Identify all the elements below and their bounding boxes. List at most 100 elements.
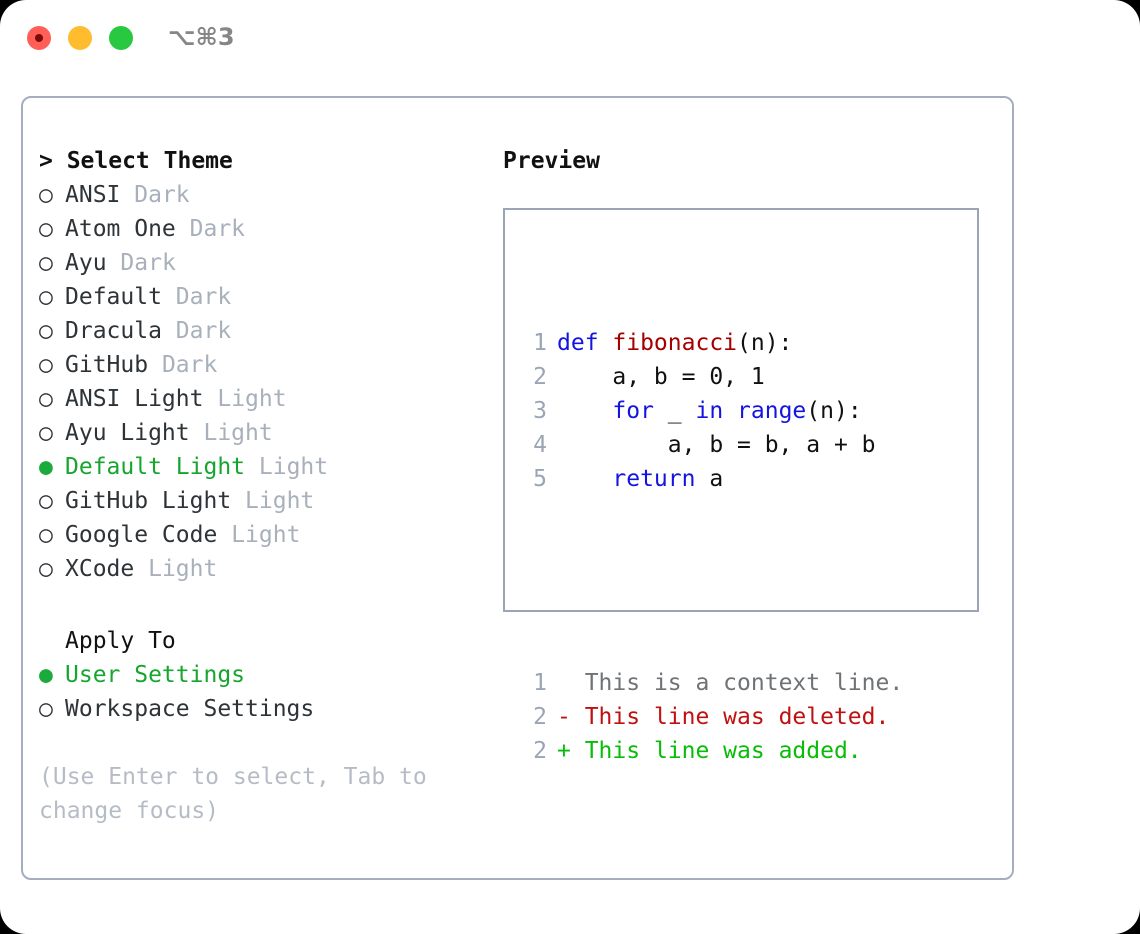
- theme-option-label: Google Code: [65, 522, 218, 548]
- label-spacer: [231, 488, 245, 514]
- theme-option-variant: Light: [231, 522, 301, 548]
- theme-option-label: XCode: [65, 556, 135, 582]
- minimize-button-icon[interactable]: [68, 26, 92, 50]
- code-token: [723, 398, 737, 424]
- radio-unselected-icon: ○: [39, 352, 53, 378]
- diff-line-add: 2 + This line was added.: [523, 734, 903, 768]
- window-titlebar: ⌥⌘3: [0, 0, 1140, 78]
- label-spacer: [107, 250, 121, 276]
- label-spacer: [245, 454, 259, 480]
- theme-option-ayu[interactable]: ○Ayu Dark: [39, 246, 479, 280]
- preview-heading: Preview: [503, 148, 600, 174]
- code-line-number: 4: [533, 432, 547, 458]
- theme-option-variant: Light: [203, 420, 273, 446]
- theme-option-dracula[interactable]: ○Dracula Dark: [39, 314, 479, 348]
- code-token: _: [653, 398, 696, 424]
- code-token: a: [695, 466, 724, 492]
- close-button-icon[interactable]: [27, 26, 51, 50]
- theme-option-label: Ayu Light: [65, 420, 190, 446]
- label-spacer: [217, 522, 231, 548]
- apply-to-option-label: Workspace Settings: [65, 696, 315, 722]
- code-token: range: [737, 398, 807, 424]
- code-diff-gap: [523, 564, 903, 598]
- diff-text: This is a context line.: [570, 670, 904, 696]
- label-spacer: [120, 182, 134, 208]
- code-line-number: 2: [533, 364, 547, 390]
- theme-option-variant: Light: [258, 454, 329, 480]
- theme-selector-panel: > Select Theme ○ANSI Dark○Atom One Dark○…: [21, 96, 1014, 880]
- diff-text: This line was deleted.: [570, 704, 890, 730]
- radio-selected-icon: ●: [39, 454, 53, 480]
- diff-line-number: 1: [533, 670, 547, 696]
- code-line-number: 3: [533, 398, 547, 424]
- theme-option-label: Default: [65, 284, 162, 310]
- code-token: a, b = 0, 1: [557, 364, 765, 390]
- theme-list: ○ANSI Dark○Atom One Dark○Ayu Dark○Defaul…: [39, 178, 479, 586]
- theme-option-ansi[interactable]: ○ ANSI Dark: [39, 178, 479, 212]
- theme-option-variant: Dark: [161, 352, 218, 378]
- theme-option-label: GitHub Light: [65, 488, 232, 514]
- theme-option-variant: Light: [148, 556, 218, 582]
- radio-unselected-icon: ○: [39, 386, 53, 412]
- radio-unselected-icon: ○: [39, 216, 53, 242]
- label-spacer: [162, 318, 176, 344]
- diff-line-number: 2: [533, 738, 547, 764]
- theme-option-github[interactable]: ○ GitHub Dark: [39, 348, 479, 382]
- code-line: 3 for _ in range(n):: [523, 394, 903, 428]
- code-token: a, b = b, a + b: [557, 432, 876, 458]
- code-token: [557, 466, 612, 492]
- theme-option-variant: Light: [245, 488, 315, 514]
- diff-marker: +: [557, 738, 571, 764]
- label-spacer: [190, 420, 204, 446]
- code-token: (n):: [806, 398, 862, 424]
- theme-option-ansi-light[interactable]: ○ ANSI Light Light: [39, 382, 479, 416]
- theme-option-label: ANSI: [65, 182, 121, 208]
- list-spacer: [39, 586, 479, 624]
- code-token: [557, 398, 612, 424]
- radio-unselected-icon: ○: [39, 420, 53, 446]
- theme-option-default[interactable]: ○Default Dark: [39, 280, 479, 314]
- window-shortcut-label: ⌥⌘3: [168, 23, 235, 51]
- theme-option-label: Ayu: [65, 250, 107, 276]
- label-spacer: [134, 556, 148, 582]
- diff-marker: [557, 670, 571, 696]
- theme-option-ayu-light[interactable]: ○ Ayu Light Light: [39, 416, 479, 450]
- apply-to-option-label: User Settings: [65, 662, 246, 688]
- radio-unselected-icon: ○: [39, 556, 53, 582]
- radio-unselected-icon: ○: [39, 488, 53, 514]
- theme-option-label: GitHub: [65, 352, 149, 378]
- diff-block: 1 This is a context line. 2- This line wa…: [523, 666, 903, 768]
- theme-option-github-light[interactable]: ○ GitHub Light Light: [39, 484, 479, 518]
- code-line: 2 a, b = 0, 1: [523, 360, 903, 394]
- theme-option-variant: Dark: [175, 318, 232, 344]
- theme-option-label: ANSI Light: [65, 386, 204, 412]
- diff-line-number: 2: [533, 704, 547, 730]
- code-line: 5 return a: [523, 462, 903, 496]
- theme-option-variant: Light: [217, 386, 287, 412]
- apply-to-option-user-settings[interactable]: ●User Settings: [39, 658, 479, 692]
- theme-option-xcode[interactable]: ○ XCode Light: [39, 552, 479, 586]
- theme-option-default-light[interactable]: ●Default Light Light: [39, 450, 479, 484]
- maximize-button-icon[interactable]: [109, 26, 133, 50]
- radio-unselected-icon: ○: [39, 522, 53, 548]
- code-token: fibonacci: [612, 330, 738, 356]
- keyboard-hint-text: (Use Enter to select, Tab to change focu…: [39, 764, 441, 824]
- theme-option-variant: Dark: [134, 182, 190, 208]
- hint-spacer: [39, 726, 479, 760]
- theme-option-label: Dracula: [65, 318, 162, 344]
- apply-to-option-workspace-settings[interactable]: ○Workspace Settings: [39, 692, 479, 726]
- diff-line-del: 2- This line was deleted.: [523, 700, 903, 734]
- code-line-number: 5: [533, 466, 547, 492]
- code-token: def: [557, 330, 613, 356]
- theme-option-atom-one[interactable]: ○Atom One Dark: [39, 212, 479, 246]
- diff-marker: -: [557, 704, 571, 730]
- radio-unselected-icon: ○: [39, 182, 53, 208]
- diff-text: This line was added.: [570, 738, 862, 764]
- theme-option-google-code[interactable]: ○ Google Code Light: [39, 518, 479, 552]
- theme-option-variant: Dark: [175, 284, 232, 310]
